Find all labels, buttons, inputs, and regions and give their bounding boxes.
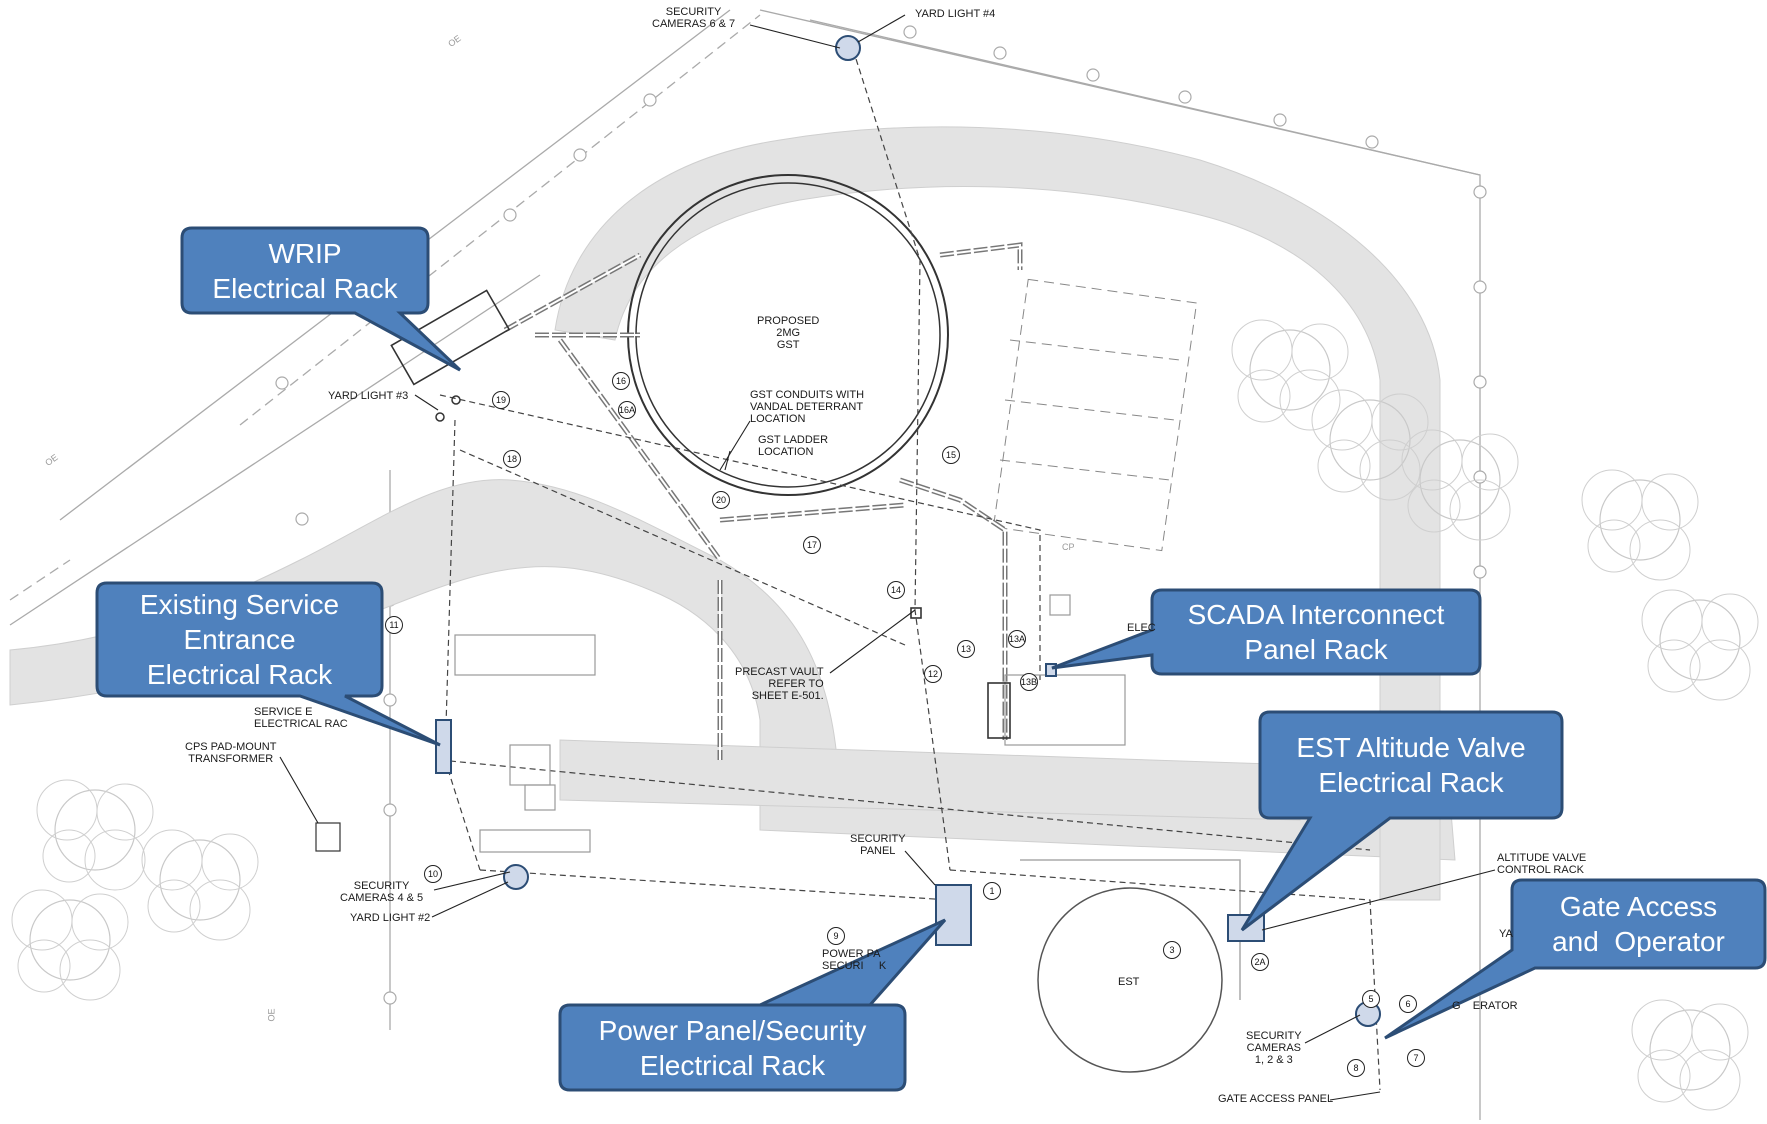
pavement [9, 126, 1456, 901]
label-gate-access-panel: GATE ACCESS PANEL [1218, 1093, 1334, 1105]
label-power-panel-partial: POWER PA SECURI K [822, 948, 887, 972]
label-security-cameras-4-5: SECURITY CAMERAS 4 & 5 [340, 880, 424, 904]
label-gst-conduits: GST CONDUITS WITH VANDAL DETERRANT LOCAT… [750, 389, 865, 425]
yard-lights [503, 35, 1381, 1027]
label-oe: OE [266, 1008, 277, 1022]
callout-power-panel [558, 918, 947, 1092]
label-service-entrance-partial: SERVICE E ELECTRICAL RAC [254, 706, 348, 730]
callout-scada-text: SCADA Interconnect Panel Rack [1187, 599, 1445, 665]
circuit-tag: 3 [1163, 941, 1181, 959]
circuit-tag: 2A [1251, 953, 1269, 971]
callout-gate-access [1384, 878, 1767, 1040]
label-altitude-valve: ALTITUDE VALVE CONTROL RACK [1497, 852, 1587, 876]
circuit-tag: 14 [887, 581, 905, 599]
label-cp: CP [1062, 542, 1075, 552]
circuit-tag: 18 [503, 450, 521, 468]
leader-lines [279, 14, 1496, 1101]
callout-wrip-text: WRIP Electrical Rack [212, 237, 398, 304]
est-tank [1020, 859, 1241, 1073]
callout-existing-service-text: Existing Service Entrance Electrical Rac… [139, 589, 340, 690]
circuit-tag: 11 [385, 616, 403, 634]
circuit-tag: 13B [1020, 673, 1038, 691]
callout-est-altitude [1240, 710, 1564, 932]
callout-existing-service [95, 581, 441, 747]
label-cps-transformer: CPS PAD-MOUNT TRANSFORMER [185, 741, 277, 765]
label-precast-vault: PRECAST VAULT REFER TO SHEET E-501. [735, 666, 824, 702]
label-ya-partial: YA [1499, 928, 1513, 940]
circuit-runs [439, 39, 1381, 1091]
circuit-tag: 8 [1347, 1059, 1365, 1077]
circuit-tag: 12 [924, 665, 942, 683]
label-security-cameras-6-7: SECURITY CAMERAS 6 & 7 [652, 6, 736, 30]
solar-array [992, 278, 1198, 552]
callout-wrip [180, 226, 462, 372]
equipment [315, 594, 1126, 853]
circuit-tag: 7 [1407, 1049, 1425, 1067]
conduits-inner [504, 243, 1021, 760]
label-security-cameras-1-2-3: SECURITY CAMERAS 1, 2 & 3 [1246, 1030, 1302, 1066]
circuit-tag: 15 [942, 446, 960, 464]
circuit-tag: 16A [618, 401, 636, 419]
label-operator-partial: G ERATOR [1452, 1000, 1518, 1012]
circuit-tag: 19 [492, 391, 510, 409]
circuit-tag: 20 [712, 491, 730, 509]
circuit-tag: 5 [1362, 990, 1380, 1008]
label-yard-light-4: YARD LIGHT #4 [915, 8, 996, 20]
yard-light-3-icon [435, 395, 461, 422]
circuit-tag: 17 [803, 536, 821, 554]
label-est: EST [1118, 976, 1140, 988]
callout-scada [1051, 588, 1482, 676]
circuit-tag: 9 [827, 927, 845, 945]
label-elec-partial: ELEC [1127, 622, 1156, 634]
property-lines [9, 9, 1481, 1120]
label-yard-light-2: YARD LIGHT #2 [350, 912, 431, 924]
circuit-tag: 6 [1399, 995, 1417, 1013]
circuit-tag: 10 [424, 865, 442, 883]
label-proposed-gst: PROPOSED 2MG GST [757, 315, 820, 351]
label-gst-ladder: GST LADDER LOCATION [758, 434, 829, 458]
circuit-tag: 13A [1008, 630, 1026, 648]
circuit-tag: 13 [957, 640, 975, 658]
circuit-tag: 1 [983, 882, 1001, 900]
callout-gate-access-text: Gate Access and Operator [1552, 891, 1725, 957]
callout-power-panel-text: Power Panel/Security Electrical Rack [598, 1014, 867, 1081]
label-security-panel: SECURITY PANEL [850, 833, 906, 857]
circuit-tag: 16 [612, 372, 630, 390]
label-yard-light-3: YARD LIGHT #3 [328, 390, 409, 402]
callout-est-altitude-text: EST Altitude Valve Electrical Rack [1296, 732, 1526, 798]
